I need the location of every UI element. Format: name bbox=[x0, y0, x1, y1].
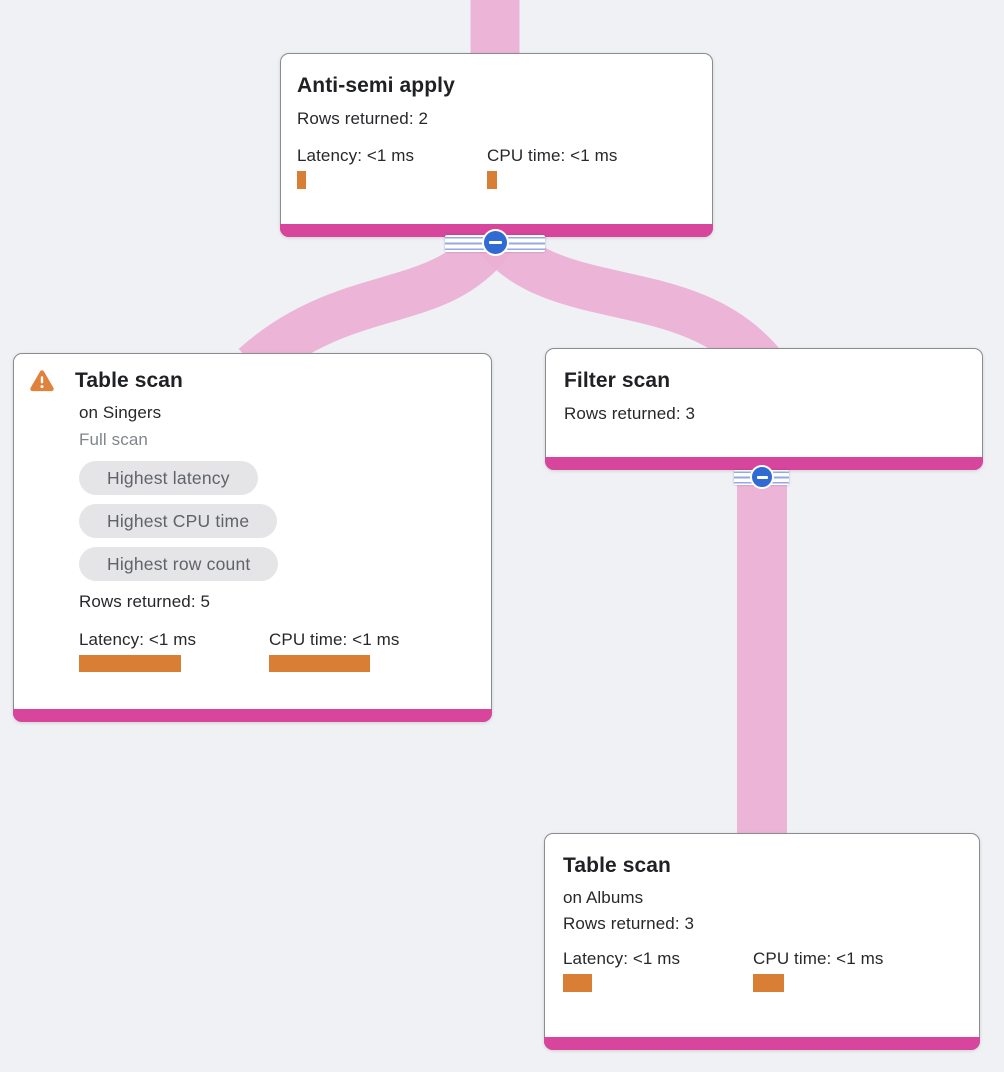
node-title: Table scan bbox=[563, 854, 671, 877]
rows-returned-text: Rows returned: 2 bbox=[297, 109, 429, 128]
collapse-widget-anti-semi bbox=[445, 229, 545, 258]
minus-icon bbox=[756, 475, 768, 479]
edge-anti-semi-to-filter bbox=[476, 220, 782, 382]
collapse-widget-filter bbox=[734, 465, 789, 491]
rows-returned-text: Rows returned: 5 bbox=[79, 592, 211, 611]
latency-metric: Latency: <1 ms bbox=[79, 629, 269, 672]
cpu-metric: CPU time: <1 ms bbox=[269, 629, 459, 672]
cpu-metric: CPU time: <1 ms bbox=[753, 948, 943, 992]
cpu-time-bar bbox=[487, 171, 497, 189]
plan-node-anti-semi-apply[interactable]: Anti-semi apply Rows returned: 2 Latency… bbox=[280, 53, 713, 237]
plan-node-table-scan-albums[interactable]: Table scan on Albums Rows returned: 3 La… bbox=[544, 833, 980, 1050]
scan-target-text: on Singers bbox=[79, 403, 162, 422]
cpu-metric: CPU time: <1 ms bbox=[487, 145, 677, 189]
scan-type-text: Full scan bbox=[79, 430, 148, 449]
cpu-time-bar bbox=[269, 655, 370, 672]
latency-metric: Latency: <1 ms bbox=[563, 948, 753, 992]
collapse-filter-button[interactable] bbox=[750, 465, 774, 489]
plan-node-filter-scan[interactable]: Filter scan Rows returned: 3 bbox=[545, 348, 983, 470]
latency-label: Latency: <1 ms bbox=[79, 630, 197, 649]
plan-node-table-scan-singers[interactable]: Table scan on Singers Full scan Highest … bbox=[13, 353, 492, 722]
rows-returned-text: Rows returned: 3 bbox=[563, 914, 695, 933]
node-title: Filter scan bbox=[564, 369, 671, 392]
cpu-time-label: CPU time: <1 ms bbox=[487, 146, 618, 165]
latency-label: Latency: <1 ms bbox=[297, 146, 415, 165]
latency-metric: Latency: <1 ms bbox=[297, 145, 487, 189]
node-title: Table scan bbox=[75, 369, 183, 392]
highlight-badges: Highest latency Highest CPU time Highest… bbox=[79, 461, 475, 581]
scan-target-text: on Albums bbox=[563, 888, 644, 907]
node-accent-bar bbox=[13, 709, 492, 722]
minus-icon bbox=[489, 241, 502, 244]
warning-triangle-icon bbox=[30, 370, 54, 392]
latency-label: Latency: <1 ms bbox=[563, 949, 681, 968]
rows-returned-text: Rows returned: 3 bbox=[564, 404, 696, 423]
latency-bar bbox=[563, 974, 592, 992]
node-accent-bar bbox=[545, 457, 983, 470]
node-title: Anti-semi apply bbox=[297, 74, 455, 97]
badge-highest-latency: Highest latency bbox=[79, 461, 258, 495]
badge-highest-cpu-time: Highest CPU time bbox=[79, 504, 278, 538]
badge-highest-row-count: Highest row count bbox=[79, 547, 279, 581]
node-accent-bar bbox=[544, 1037, 980, 1050]
cpu-time-label: CPU time: <1 ms bbox=[753, 949, 884, 968]
collapse-anti-semi-button[interactable] bbox=[482, 229, 509, 256]
cpu-time-bar bbox=[753, 974, 784, 992]
latency-bar bbox=[297, 171, 306, 189]
edge-anti-semi-to-singers bbox=[238, 222, 515, 384]
cpu-time-label: CPU time: <1 ms bbox=[269, 630, 400, 649]
latency-bar bbox=[79, 655, 181, 672]
